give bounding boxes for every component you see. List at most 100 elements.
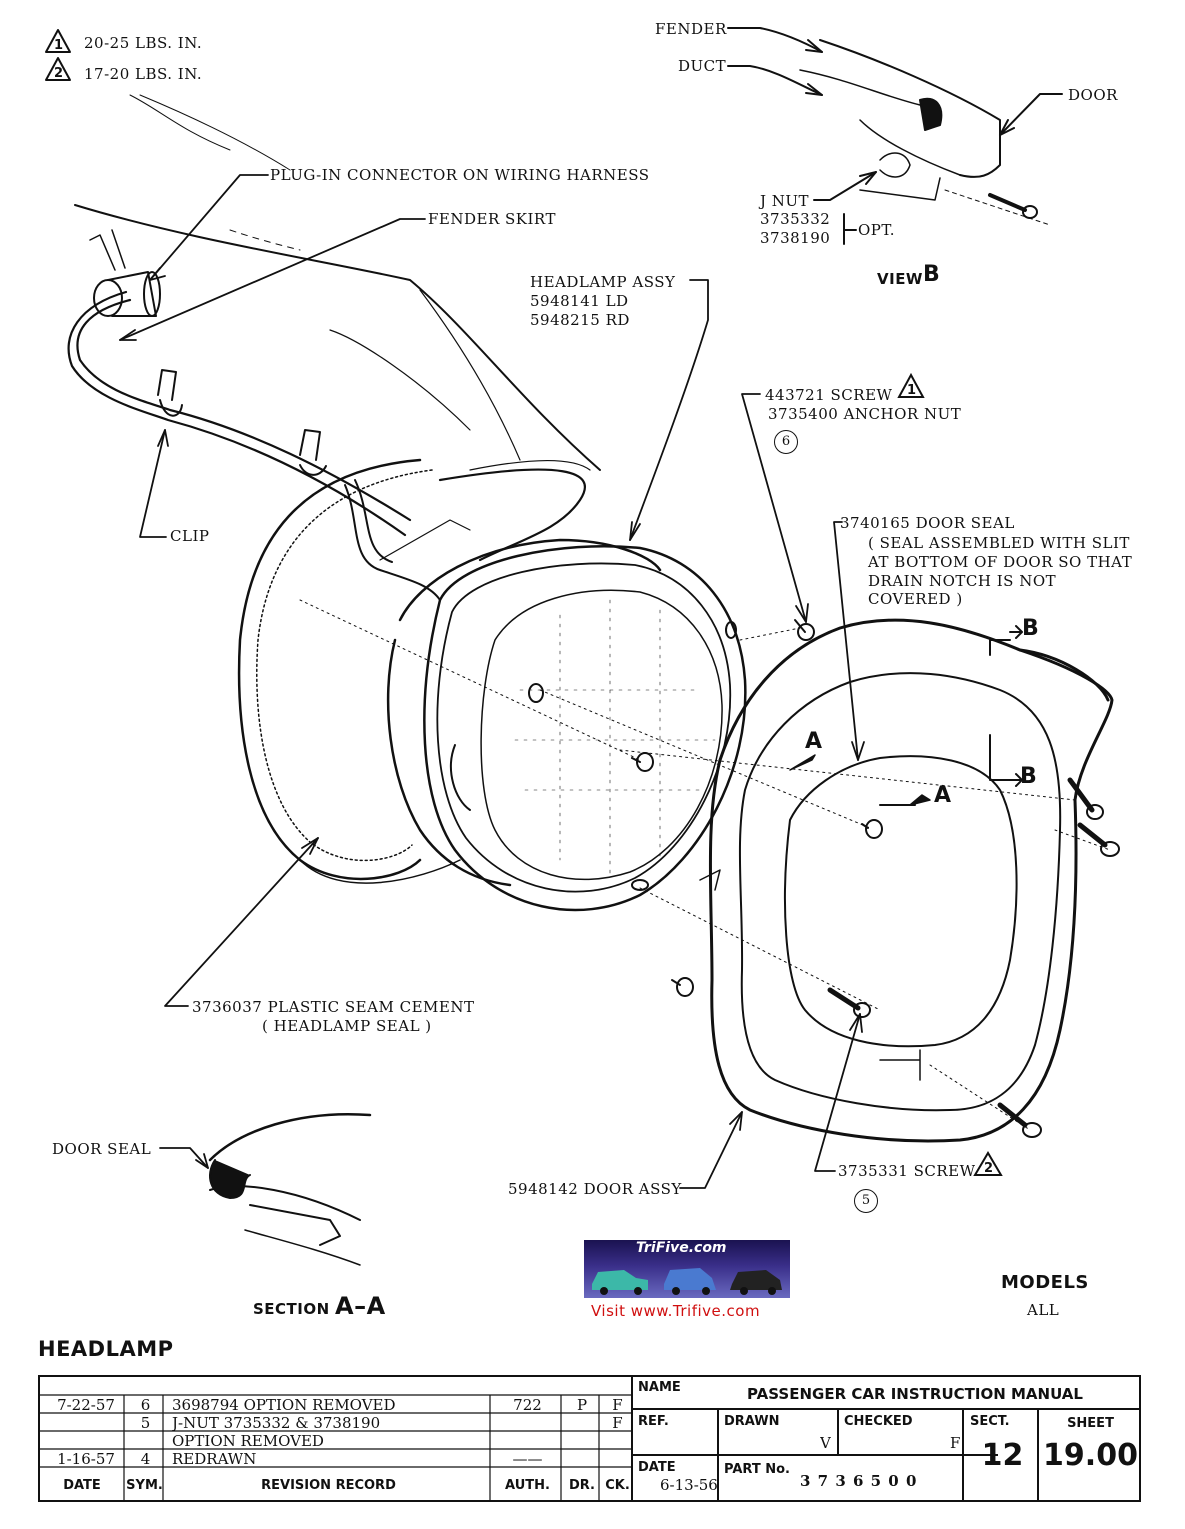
svg-text:1: 1 xyxy=(54,38,63,53)
section-arrows xyxy=(789,625,1023,806)
title-block: 7-22-57 6 3698794 OPTION REMOVED 722 P F… xyxy=(38,1375,1141,1502)
section-a-a-sketch xyxy=(208,1113,372,1266)
tb-sect-value: 12 xyxy=(981,1439,1024,1473)
section-marker-a-left: A xyxy=(805,729,823,754)
assembly-center-lines xyxy=(299,599,1111,1131)
view-b-part-2: 3738190 xyxy=(760,229,831,247)
car-silhouettes-icon xyxy=(592,1268,782,1295)
rev-sym-6: 6 xyxy=(140,1397,151,1414)
view-b-title-letter: B xyxy=(923,262,941,287)
models-value: ALL xyxy=(1027,1301,1060,1319)
rev-record-5-cont: OPTION REMOVED xyxy=(172,1433,324,1450)
leader-lines xyxy=(119,94,865,1189)
torque-symbol-2: 2 xyxy=(45,57,71,81)
tb-checked-value: F xyxy=(950,1435,961,1452)
label-headlamp-seal: ( HEADLAMP SEAL ) xyxy=(262,1017,432,1035)
rev-header-sym: SYM. xyxy=(126,1478,163,1493)
section-title-letters: A–A xyxy=(335,1292,386,1320)
tb-sheet-value: 19.00 xyxy=(1043,1439,1138,1473)
torque-note-1: 20-25 LBS. IN. xyxy=(84,34,203,52)
tb-sheet-label: SHEET xyxy=(1067,1416,1114,1431)
tb-drawn-label: DRAWN xyxy=(724,1414,780,1429)
view-b-duct: DUCT xyxy=(678,57,727,75)
label-door-seal-3: AT BOTTOM OF DOOR SO THAT xyxy=(868,553,1133,571)
svg-text:2: 2 xyxy=(984,1161,993,1176)
logo-brand-text: TriFive.com xyxy=(636,1240,727,1256)
tb-ref-label: REF. xyxy=(638,1414,669,1429)
view-b-fender: FENDER xyxy=(655,20,727,38)
svg-text:1: 1 xyxy=(907,383,916,398)
torque-symbol-1-callout: 1 xyxy=(897,372,925,398)
rev-header-date: DATE xyxy=(63,1478,101,1493)
screw-3735331 xyxy=(827,777,1120,1138)
label-headlamp-assy: HEADLAMP ASSY xyxy=(530,273,676,291)
fender-outline xyxy=(74,94,601,471)
rev-header-dr: DR. xyxy=(569,1478,595,1493)
label-screw-443721: 443721 SCREW xyxy=(765,386,893,404)
label-door-seal-section: DOOR SEAL xyxy=(52,1140,152,1158)
svg-text:2: 2 xyxy=(54,66,63,81)
view-b-title-word: VIEW xyxy=(877,270,923,288)
view-b-j-nut: J NUT xyxy=(760,192,810,210)
rev-ck-6: F xyxy=(612,1397,623,1414)
harness-clip xyxy=(157,369,327,476)
models-title: MODELS xyxy=(1001,1272,1089,1293)
page-title: HEADLAMP xyxy=(38,1337,174,1361)
torque-symbol-1: 1 xyxy=(45,29,71,53)
fender-headlamp-opening xyxy=(237,458,591,884)
logo-visit-link[interactable]: Visit www.Trifive.com xyxy=(591,1302,761,1320)
tb-date-label: DATE xyxy=(638,1460,676,1475)
tb-part-value: 3 7 3 6 5 0 0 xyxy=(800,1473,918,1490)
rev-sym-5: 5 xyxy=(140,1415,151,1432)
torque-note-2: 17-20 LBS. IN. xyxy=(84,65,203,83)
torque-symbol-2-callout: 2 xyxy=(973,1151,1003,1176)
tb-date-value: 6-13-56 xyxy=(660,1477,718,1494)
headlamp-assembly xyxy=(379,519,747,912)
view-b-door: DOOR xyxy=(1068,86,1118,104)
label-seam-cement: 3736037 PLASTIC SEAM CEMENT xyxy=(192,998,475,1016)
rev-sym-4: 4 xyxy=(140,1451,151,1468)
callout-5: 5 xyxy=(854,1189,878,1213)
label-fender-skirt: FENDER SKIRT xyxy=(428,210,556,228)
view-b-part-1: 3735332 xyxy=(760,210,831,228)
tb-name-label: NAME xyxy=(638,1380,681,1395)
label-door-seal-5: COVERED ) xyxy=(868,590,963,608)
trifive-logo[interactable]: TriFive.com xyxy=(584,1240,790,1298)
rev-auth-4: —— xyxy=(512,1451,543,1468)
section-marker-b-bottom: B xyxy=(1020,764,1038,789)
label-plug-in-connector: PLUG-IN CONNECTOR ON WIRING HARNESS xyxy=(270,166,650,184)
rev-header-ck: CK. xyxy=(605,1478,630,1493)
label-anchor-nut: 3735400 ANCHOR NUT xyxy=(768,405,962,423)
rev-record-6: 3698794 OPTION REMOVED xyxy=(172,1397,396,1414)
label-clip: CLIP xyxy=(170,527,210,545)
label-door-assy: 5948142 DOOR ASSY xyxy=(508,1180,682,1198)
title-block-grid xyxy=(40,1377,1141,1502)
label-screw-3735331: 3735331 SCREW xyxy=(838,1162,976,1180)
label-headlamp-rd: 5948215 RD xyxy=(530,311,630,329)
view-b-sketch xyxy=(727,27,1063,245)
label-door-seal-1: 3740165 DOOR SEAL xyxy=(840,514,1015,532)
rev-record-5: J-NUT 3735332 & 3738190 xyxy=(172,1415,381,1432)
rev-dr-6: P xyxy=(576,1397,588,1414)
rev-header-record: REVISION RECORD xyxy=(261,1478,396,1493)
rev-date-4: 1-16-57 xyxy=(57,1451,115,1468)
tb-sect-label: SECT. xyxy=(970,1414,1010,1429)
callout-6: 6 xyxy=(774,430,798,454)
rev-header-auth: AUTH. xyxy=(505,1478,550,1493)
tb-checked-label: CHECKED xyxy=(844,1414,913,1429)
view-b-opt: OPT. xyxy=(858,221,895,239)
section-marker-b-top: B xyxy=(1022,616,1040,641)
label-door-seal-4: DRAIN NOTCH IS NOT xyxy=(868,572,1057,590)
rev-ck-5: F xyxy=(612,1415,623,1432)
tb-name-value: PASSENGER CAR INSTRUCTION MANUAL xyxy=(747,1386,1083,1403)
tb-drawn-value: V xyxy=(820,1435,831,1452)
screw-443721 xyxy=(631,619,883,997)
rev-date-6: 7-22-57 xyxy=(57,1397,115,1414)
label-headlamp-ld: 5948141 LD xyxy=(530,292,629,310)
tb-part-label: PART No. xyxy=(724,1462,790,1477)
door-assembly xyxy=(699,618,1114,1143)
rev-record-4: REDRAWN xyxy=(172,1451,257,1468)
section-marker-a-right: A xyxy=(934,783,952,808)
section-title-word: SECTION xyxy=(253,1300,330,1318)
